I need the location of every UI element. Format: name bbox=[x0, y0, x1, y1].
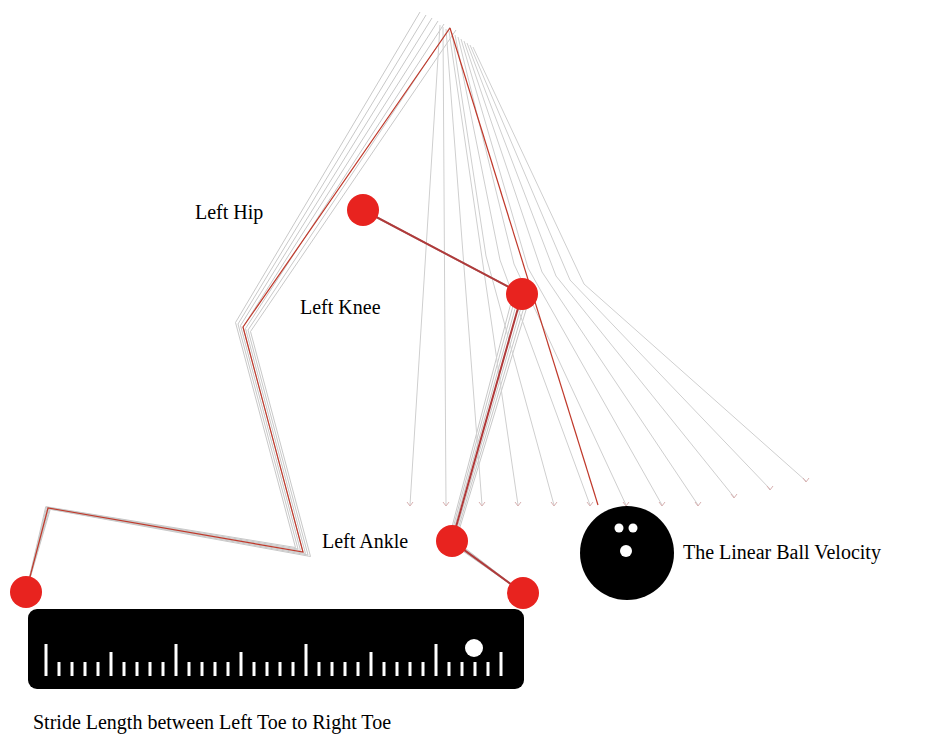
motion-frames bbox=[26, 12, 530, 593]
ruler-tick bbox=[448, 662, 451, 676]
ruler-tick bbox=[97, 662, 100, 676]
ruler-tick bbox=[487, 662, 490, 676]
ruler-tick bbox=[214, 662, 217, 676]
hand-mark bbox=[767, 486, 773, 490]
ruler-tick bbox=[45, 644, 48, 676]
ruler-tick bbox=[279, 662, 282, 676]
ruler-tick bbox=[500, 652, 503, 676]
trail-leg-red bbox=[26, 28, 450, 592]
ruler-tick bbox=[149, 662, 152, 676]
ghost-frame bbox=[26, 18, 432, 592]
ruler-tick bbox=[201, 662, 204, 676]
ghost-arm bbox=[467, 43, 734, 497]
ruler-tick bbox=[84, 662, 87, 676]
hip-dot bbox=[347, 194, 379, 226]
ruler-tick bbox=[110, 652, 113, 676]
ruler-tick bbox=[357, 662, 360, 676]
ghost-frame bbox=[26, 24, 444, 592]
ghost-frame bbox=[26, 30, 456, 592]
hand-mark bbox=[623, 502, 629, 506]
hand-mark bbox=[803, 478, 809, 482]
ghost-frame bbox=[26, 21, 438, 592]
ghost-arm bbox=[464, 41, 698, 505]
ghost-arm bbox=[410, 25, 440, 505]
ruler-tick bbox=[331, 662, 334, 676]
hand-mark bbox=[515, 502, 521, 506]
ruler bbox=[28, 609, 524, 689]
ruler-tick bbox=[370, 652, 373, 676]
ruler-tick bbox=[123, 662, 126, 676]
ruler-tick bbox=[409, 662, 412, 676]
ghost-arm bbox=[449, 31, 518, 505]
ghost-frame bbox=[26, 15, 426, 592]
ruler-tick bbox=[435, 644, 438, 676]
hand-mark bbox=[479, 502, 485, 506]
finger-hole bbox=[629, 524, 638, 533]
ruler-tick bbox=[383, 662, 386, 676]
arm-red bbox=[450, 28, 598, 505]
ankle-dot bbox=[436, 525, 468, 557]
hand-mark bbox=[695, 502, 701, 506]
thumb-hole bbox=[620, 545, 632, 557]
ruler-tick bbox=[227, 662, 230, 676]
ghost-frame bbox=[26, 12, 420, 592]
ruler-tick bbox=[240, 652, 243, 676]
right-toe-dot bbox=[507, 577, 539, 609]
ruler-tick bbox=[253, 662, 256, 676]
ruler-tick bbox=[396, 662, 399, 676]
ruler-tick bbox=[474, 662, 477, 676]
knee-dot bbox=[506, 278, 538, 310]
ghost-arm bbox=[443, 27, 446, 505]
ghost-arm bbox=[470, 45, 770, 489]
ruler-tick bbox=[188, 662, 191, 676]
hand-mark bbox=[551, 502, 557, 506]
ruler-tick bbox=[344, 662, 347, 676]
ruler-tick bbox=[318, 662, 321, 676]
ruler-dot bbox=[465, 639, 483, 657]
hand-mark bbox=[587, 502, 593, 506]
hand-mark bbox=[407, 502, 413, 506]
ghost-arm bbox=[461, 39, 662, 505]
ruler-tick bbox=[461, 662, 464, 676]
ruler-tick bbox=[162, 662, 165, 676]
ruler-tick bbox=[136, 662, 139, 676]
part-label: Left Knee bbox=[298, 296, 383, 319]
left-toe-dot bbox=[10, 576, 42, 608]
part-label: Stride Length between Left Toe to Right … bbox=[31, 711, 393, 734]
ruler-tick bbox=[175, 644, 178, 676]
hand-mark bbox=[443, 502, 449, 506]
hand-mark bbox=[731, 494, 737, 498]
part-label: The Linear Ball Velocity bbox=[681, 541, 883, 564]
ruler-tick bbox=[58, 662, 61, 676]
finger-hole bbox=[615, 524, 624, 533]
ruler-tick bbox=[266, 662, 269, 676]
ruler-ticks bbox=[45, 644, 503, 676]
bowling-ball bbox=[580, 506, 674, 600]
ruler-tick bbox=[305, 644, 308, 676]
ghost-arm bbox=[446, 29, 482, 505]
ruler-tick bbox=[422, 662, 425, 676]
part-label: Left Ankle bbox=[320, 530, 410, 553]
ruler-tick bbox=[292, 662, 295, 676]
hand-mark bbox=[659, 502, 665, 506]
part-label: Left Hip bbox=[193, 201, 265, 224]
ruler-tick bbox=[71, 662, 74, 676]
ghost-frame bbox=[26, 27, 450, 592]
